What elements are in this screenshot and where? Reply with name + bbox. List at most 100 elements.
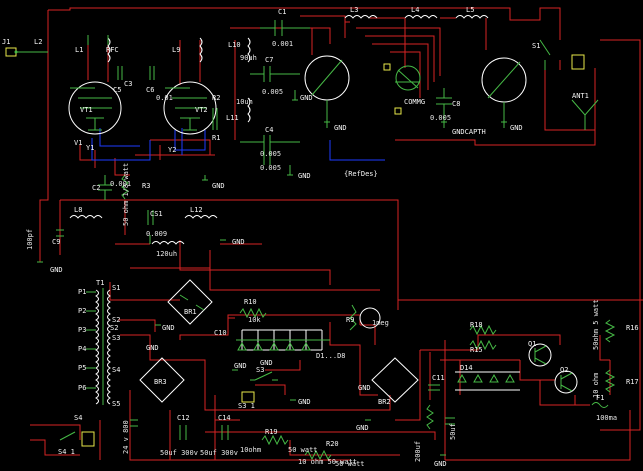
gnd-label: GND bbox=[212, 182, 225, 190]
value-c3: 0.01 bbox=[156, 94, 173, 102]
c11-cap bbox=[428, 384, 440, 391]
l1-coil bbox=[107, 37, 111, 63]
label-s41: S4 1 bbox=[58, 448, 75, 456]
label-l4: L4 bbox=[411, 6, 419, 14]
label-r19: R19 bbox=[265, 428, 278, 436]
c9-cap bbox=[56, 229, 64, 237]
value-l11: 10uh bbox=[236, 98, 253, 106]
value-r17: 10 ohm bbox=[592, 373, 600, 398]
gnd-labels: GND GND GND GND GND GND GND GND GND GND … bbox=[50, 94, 523, 468]
l3-coil bbox=[344, 15, 378, 19]
l9-coil bbox=[199, 37, 203, 63]
c13-cap bbox=[130, 419, 138, 427]
transformer-pins: P1 P2 P3 P4 P5 P6 S1 S2 S3 S4 S5 bbox=[78, 284, 120, 408]
gnd-label: GND bbox=[162, 324, 175, 332]
l10-coil bbox=[247, 37, 251, 63]
label-c6: C6 bbox=[146, 86, 154, 94]
cs1-cap bbox=[147, 210, 154, 225]
pin-p6: P6 bbox=[78, 384, 86, 392]
pin-s2: S2 bbox=[112, 316, 120, 324]
s4-toggle bbox=[81, 431, 95, 447]
label-l12: L12 bbox=[190, 206, 203, 214]
ground-symbols bbox=[37, 90, 507, 456]
diode-string bbox=[236, 329, 330, 351]
value-r16: 50ohm 5 watt bbox=[592, 299, 600, 350]
label-br3: BR3 bbox=[154, 378, 167, 386]
value-c14: 50uf 300v bbox=[200, 449, 238, 457]
label-c3: C3 bbox=[124, 80, 132, 88]
l11-coil bbox=[247, 97, 251, 123]
gnd-label: GND bbox=[300, 94, 313, 102]
s1-switch bbox=[539, 39, 551, 70]
label-c4: C4 bbox=[265, 126, 273, 134]
r15-resistor bbox=[469, 339, 497, 351]
label-l2: L2 bbox=[34, 38, 42, 46]
label-br2: BR2 bbox=[378, 398, 391, 406]
value-c12: 50uf 300v bbox=[160, 449, 198, 457]
pin-s1: S1 bbox=[112, 284, 120, 292]
value-c11: 200uf bbox=[414, 441, 422, 462]
value-l120: 120uh bbox=[156, 250, 177, 258]
label-l10: L10 bbox=[228, 41, 241, 49]
c7-cap bbox=[250, 66, 300, 82]
l120-coil bbox=[151, 241, 185, 245]
label-c1: C1 bbox=[278, 8, 286, 16]
value-f1: 100ma bbox=[596, 414, 617, 422]
label-vt2: VT2 bbox=[195, 106, 208, 114]
label-gndcapth: GNDCAPTH bbox=[452, 128, 486, 136]
fuse-f1 bbox=[591, 402, 609, 408]
label-r2: R2 bbox=[212, 94, 220, 102]
label-commg: COMMG bbox=[404, 98, 425, 106]
gnd-label: GND bbox=[298, 172, 311, 180]
meter-r9 bbox=[359, 307, 381, 329]
gnd-label: GND bbox=[358, 384, 371, 392]
pin-s3: S3 bbox=[112, 334, 120, 342]
gnd-label: GND bbox=[356, 424, 369, 432]
label-c7: C7 bbox=[265, 56, 273, 64]
label-s1: S1 bbox=[532, 42, 540, 50]
r19-resistor bbox=[261, 434, 289, 446]
label-l9: L9 bbox=[172, 46, 180, 54]
label-l11: L11 bbox=[226, 114, 239, 122]
value-c2: 0.001 bbox=[110, 180, 131, 188]
label-c8: C8 bbox=[452, 100, 460, 108]
pin-p5: P5 bbox=[78, 364, 86, 372]
transformer-t1 bbox=[86, 288, 111, 405]
c1-cap bbox=[260, 20, 310, 36]
value-c4b: 0.005 bbox=[260, 164, 281, 172]
l5-coil bbox=[455, 15, 489, 19]
label-br1: BR1 bbox=[184, 308, 197, 316]
label-c12: C12 bbox=[177, 414, 190, 422]
pin-s4: S4 bbox=[112, 366, 120, 374]
label-c10: C10 bbox=[214, 329, 227, 337]
gnd-label: GND bbox=[334, 124, 347, 132]
label-l8: L8 bbox=[74, 206, 82, 214]
gnd-label: GND bbox=[298, 398, 311, 406]
s4-switch bbox=[59, 431, 76, 441]
label-l1: L1 bbox=[75, 46, 83, 54]
tube-vt2 bbox=[163, 81, 217, 135]
gnd-label: GND bbox=[434, 460, 447, 468]
value-c120: 0.009 bbox=[146, 230, 167, 238]
l4-coil bbox=[404, 15, 438, 19]
r17-resistor bbox=[604, 369, 616, 393]
pin-p1: P1 bbox=[78, 288, 86, 296]
value-c1: 0.001 bbox=[272, 40, 293, 48]
label-refdes: {RefDes} bbox=[344, 170, 378, 178]
label-f1: F1 bbox=[596, 394, 604, 402]
gnd-label: GND bbox=[234, 362, 247, 370]
c5-cap bbox=[117, 66, 123, 80]
label-l3: L3 bbox=[350, 6, 358, 14]
value-c7: 0.005 bbox=[262, 88, 283, 96]
s3-toggle bbox=[241, 391, 255, 403]
value-c8: 0.005 bbox=[430, 114, 451, 122]
c6-cap bbox=[149, 66, 155, 80]
label-c9: C9 bbox=[52, 238, 60, 246]
bridge-br1 bbox=[167, 279, 213, 325]
c8-cap bbox=[436, 88, 452, 122]
label-r3: R3 bbox=[142, 182, 150, 190]
c12-cap bbox=[179, 425, 187, 440]
label-y1: Y1 bbox=[86, 144, 94, 152]
antenna-icon bbox=[571, 99, 599, 130]
bridge-br3 bbox=[139, 357, 185, 403]
